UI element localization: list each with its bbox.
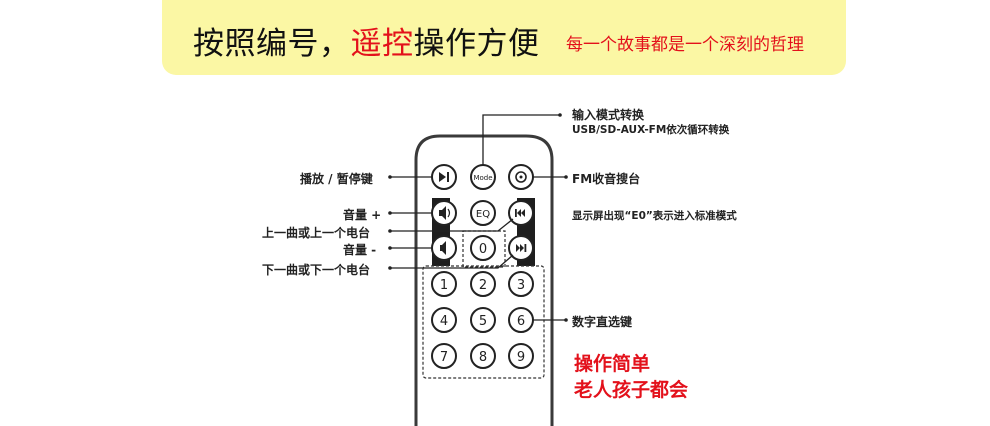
banner-headline-suffix: 操作方便 (413, 26, 540, 62)
banner-subtitle: 每一个故事都是一个深刻的哲理 (566, 35, 804, 55)
mode-button-label: Mode (473, 174, 492, 182)
banner-headline-prefix: 按照编号， (193, 26, 351, 62)
speaker-loud-icon (439, 206, 446, 220)
previous-button[interactable] (508, 200, 534, 226)
speaker-quiet-icon (440, 241, 446, 255)
note-easy-operation: 操作简单 (574, 353, 651, 375)
digit-2-label: 2 (479, 278, 487, 293)
callout-input-mode-title: 输入模式转换 (572, 108, 645, 122)
next-button[interactable] (508, 235, 534, 261)
fm-button[interactable] (508, 164, 534, 190)
digit-9-label: 9 (517, 350, 525, 365)
digit-7-label: 7 (440, 350, 448, 365)
callout-number-keys: 数字直选键 (572, 315, 633, 329)
digit-6-label: 6 (517, 314, 525, 329)
leader-input-mode (482, 114, 560, 165)
digit-8-label: 8 (479, 350, 487, 365)
callout-input-mode-sub: USB/SD-AUX-FM依次循环转换 (572, 124, 730, 136)
note-everyone-can-use: 老人孩子都会 (574, 379, 689, 401)
callout-display-hint: 显示屏出现“E0”表示进入标准模式 (572, 210, 737, 222)
eq-button[interactable]: EQ (470, 200, 496, 226)
callout-play-pause: 播放 / 暂停键 (300, 172, 373, 186)
digit-7-button[interactable]: 7 (431, 343, 457, 369)
digit-0-label: 0 (479, 242, 487, 257)
callout-fm-search: FM收音搜台 (572, 172, 641, 186)
top-banner (162, 0, 846, 75)
digit-2-button[interactable]: 2 (470, 271, 496, 297)
digit-0-button[interactable]: 0 (470, 235, 496, 261)
callout-next-track: 下一曲或下一个电台 (262, 263, 371, 277)
play-pause-button[interactable] (431, 164, 457, 190)
mode-button[interactable]: Mode (470, 164, 496, 190)
callout-volume-up: 音量 + (343, 208, 382, 222)
digit-5-label: 5 (479, 314, 487, 329)
digit-6-button[interactable]: 6 (508, 307, 534, 333)
banner-headline: 按照编号，遥控操作方便 (193, 18, 540, 63)
eq-button-label: EQ (476, 209, 490, 220)
digit-3-label: 3 (517, 278, 525, 293)
skip-back-icon (517, 209, 521, 217)
radio-icon (515, 171, 527, 183)
volume-down-button[interactable] (431, 235, 457, 261)
leader-lines (390, 114, 566, 321)
digit-5-button[interactable]: 5 (470, 307, 496, 333)
digit-4-label: 4 (440, 314, 448, 329)
digit-1-button[interactable]: 1 (431, 271, 457, 297)
volume-up-button[interactable] (431, 200, 457, 226)
callout-prev-track: 上一曲或上一个电台 (262, 226, 371, 240)
digit-8-button[interactable]: 8 (470, 343, 496, 369)
digit-3-button[interactable]: 3 (508, 271, 534, 297)
digit-9-button[interactable]: 9 (508, 343, 534, 369)
keypad-dashed-box (422, 265, 545, 379)
digit-4-button[interactable]: 4 (431, 307, 457, 333)
skip-forward-icon (516, 244, 520, 252)
leader-next-track (390, 254, 514, 269)
leader-prev-track (390, 218, 514, 232)
callout-volume-down: 音量 - (343, 243, 377, 257)
digit-1-label: 1 (440, 278, 448, 293)
banner-headline-highlight: 遥控 (350, 26, 414, 62)
